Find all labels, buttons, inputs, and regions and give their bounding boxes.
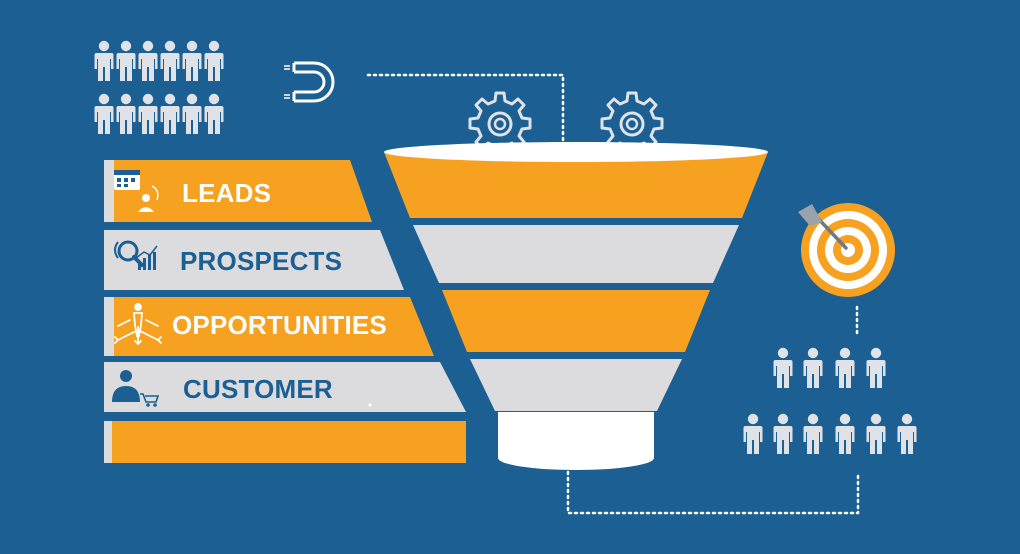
stage-label-leads: LEADS: [182, 178, 271, 208]
leads-icon: [114, 170, 159, 212]
stage-bar-base: [104, 421, 466, 463]
stage-label-customer: CUSTOMER: [183, 374, 333, 404]
dotted-connector: [366, 73, 860, 515]
magnet-icon: [284, 61, 335, 103]
stage-bar-prospects: [104, 230, 404, 290]
opportunities-icon: [114, 303, 162, 346]
stage-label-opportunities: OPPORTUNITIES: [172, 310, 387, 340]
funnel-icon: [380, 142, 770, 470]
stage-bar-leads: [104, 160, 372, 222]
stage-bar-opportunities: [104, 297, 434, 356]
stage-label-prospects: PROSPECTS: [180, 246, 342, 276]
prospects-icon: [114, 240, 158, 270]
people-group-icon: [94, 40, 224, 134]
stage-bar-customer: [104, 362, 466, 412]
dart-icon: [798, 204, 848, 250]
people-group-icon: [743, 347, 917, 454]
customer-icon: [112, 370, 160, 407]
